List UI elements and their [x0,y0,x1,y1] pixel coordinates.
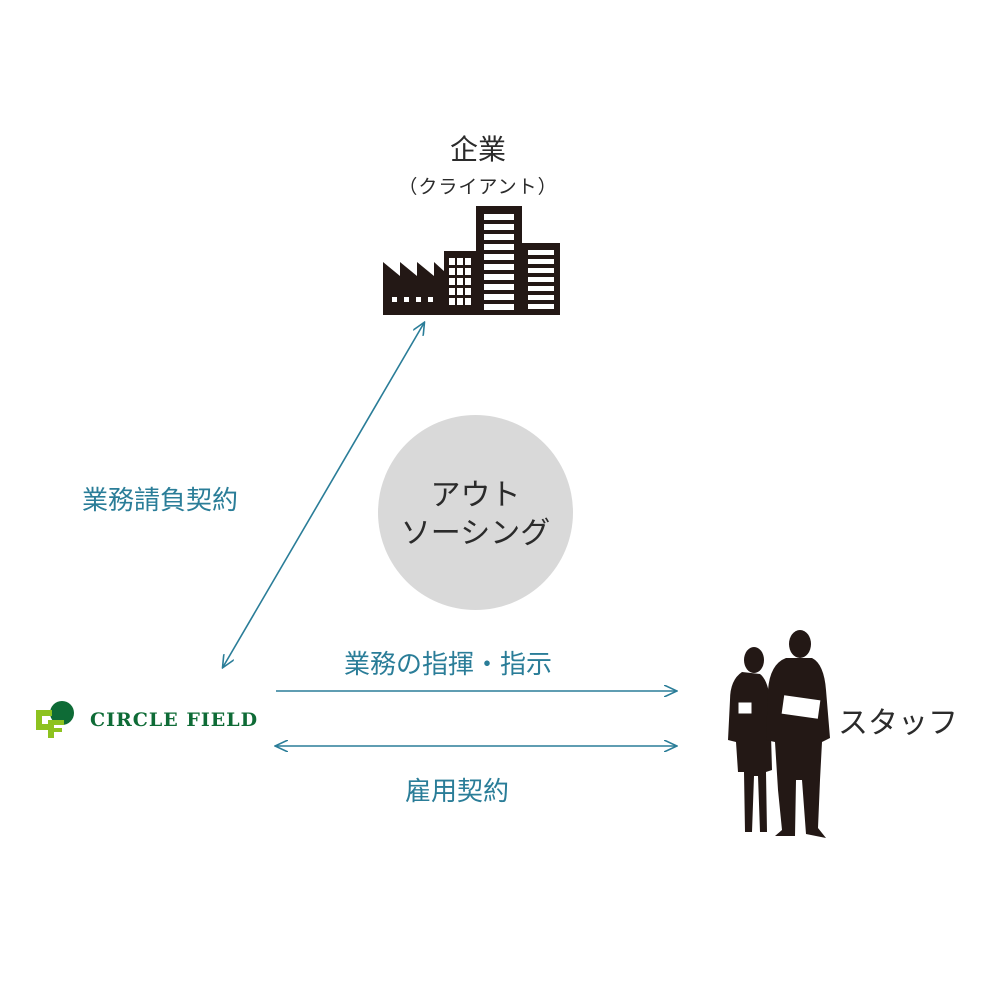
employment-label: 雇用契約 [405,777,510,807]
window [528,277,554,282]
client-subtitle: （クライアント） [398,176,558,198]
window [484,284,514,290]
window [484,234,514,240]
window [465,268,471,275]
window [449,288,455,295]
window [457,278,463,285]
client-title: 企業 [449,133,506,166]
window [528,250,554,255]
window [528,286,554,291]
window [528,295,554,300]
window [465,278,471,285]
window [484,244,514,250]
building-icon [383,206,560,315]
window [484,304,514,310]
window [528,268,554,273]
window [465,258,471,265]
circle-field-logo: CIRCLE FIELD [30,700,258,740]
contract-arrow [223,323,424,667]
window [457,258,463,265]
window [449,268,455,275]
contract-label: 業務請負契約 [82,486,239,516]
window [465,288,471,295]
window [457,288,463,295]
window [465,298,471,305]
window [457,298,463,305]
window [449,278,455,285]
staff-people-icon [728,630,830,838]
logo-mark-icon [36,701,74,738]
outsourcing-label-line1: アウト [430,478,521,513]
window [528,304,554,309]
window [484,264,514,270]
staff-label: スタッフ [838,706,958,741]
window [457,268,463,275]
command-label: 業務の指揮・指示 [344,650,553,680]
window [449,258,455,265]
window [484,294,514,300]
window [449,298,455,305]
outsourcing-label-line2: ソーシング [400,516,551,551]
window [484,254,514,260]
window [484,214,514,220]
logo-text: CIRCLE FIELD [90,709,259,731]
window [528,259,554,264]
window [484,224,514,230]
window [484,274,514,280]
outsourcing-circle [378,415,573,610]
